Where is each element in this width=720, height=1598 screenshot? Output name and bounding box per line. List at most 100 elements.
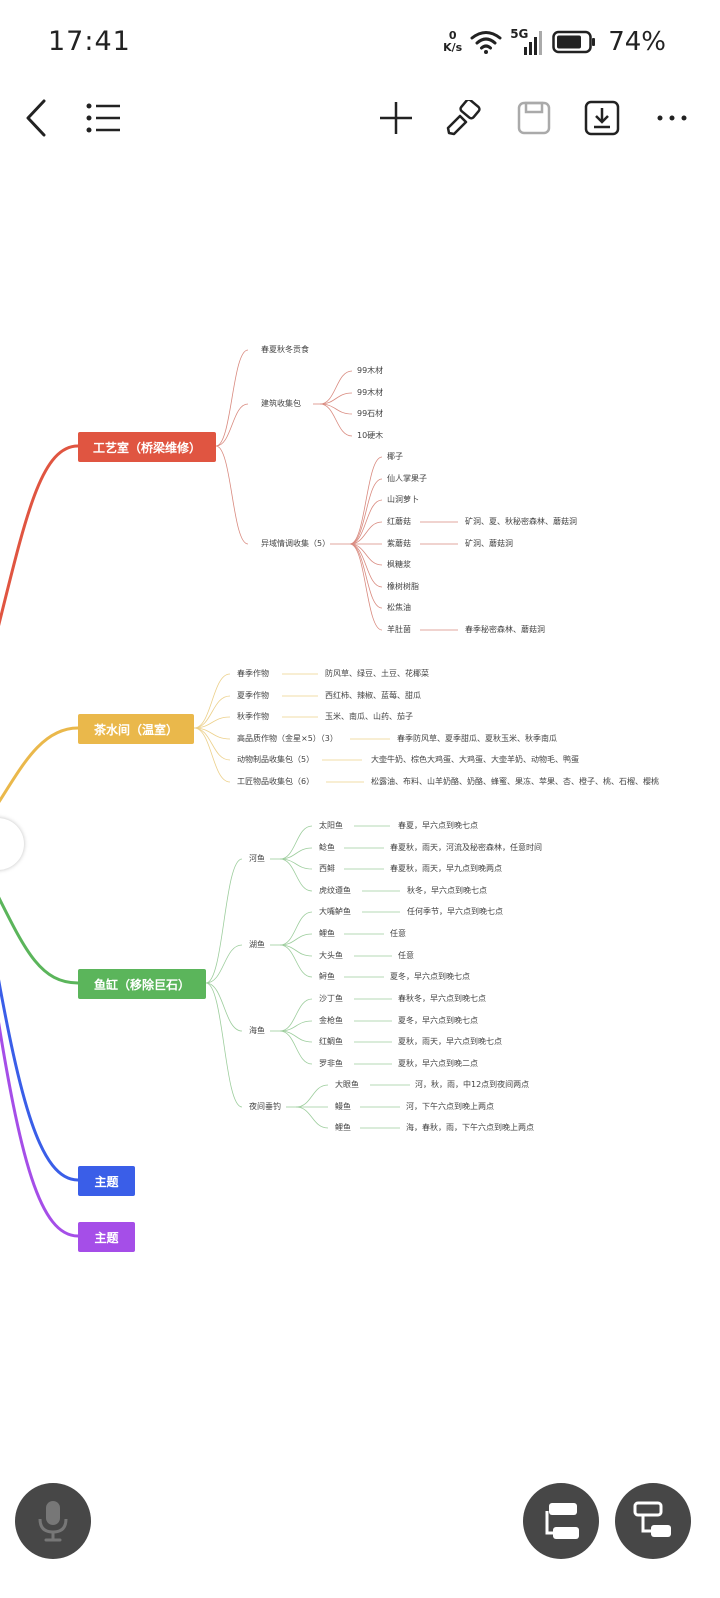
subtopic[interactable]: 红鲷鱼	[319, 1037, 343, 1046]
subtopic[interactable]: 橡树树脂	[387, 582, 419, 591]
save-button[interactable]	[510, 88, 558, 148]
subtopic[interactable]: 海鱼	[249, 1026, 265, 1035]
subtopic-detail[interactable]: 河，秋，雨，中12点到夜间两点	[415, 1080, 530, 1089]
subtopic[interactable]: 椰子	[387, 452, 403, 461]
subtopic[interactable]: 动物制品收集包（5）	[237, 755, 315, 764]
add-topic-button[interactable]	[372, 88, 420, 148]
subtopic-detail[interactable]: 西红柿、辣椒、蓝莓、甜瓜	[325, 691, 421, 700]
topic-teahouse[interactable]: 茶水间（温室）	[78, 714, 194, 744]
subtopic[interactable]: 大嘴鲈鱼	[319, 907, 351, 916]
network-speed-unit: K/s	[443, 41, 463, 54]
status-bar: 17:41 0 K/s 5G 74%	[0, 0, 720, 86]
subtopic-detail[interactable]: 海，春秋，雨，下午六点到晚上两点	[406, 1123, 534, 1132]
subtopic-detail[interactable]: 任何季节，早六点到晚七点	[407, 907, 503, 916]
more-button[interactable]	[648, 88, 696, 148]
add-icon	[380, 102, 412, 134]
subtopic-detail[interactable]: 春季秘密森林、蘑菇洞	[465, 625, 545, 634]
subtopic[interactable]: 鲤鱼	[319, 929, 335, 938]
download-icon	[584, 100, 620, 136]
subtopic[interactable]: 西鲱	[319, 864, 335, 873]
subtopic[interactable]: 工匠物品收集包（6）	[237, 777, 315, 786]
subtopic-detail[interactable]: 春夏，早六点到晚七点	[398, 821, 478, 830]
subtopic-detail[interactable]: 夏秋，雨天，早六点到晚七点	[398, 1037, 502, 1046]
layout-button[interactable]	[523, 1483, 599, 1559]
subtopic-detail[interactable]: 大壶牛奶、棕色大鸡蛋、大鸡蛋、大壶羊奶、动物毛、鸭蛋	[371, 755, 579, 764]
mindmap-connectors	[0, 349, 458, 1238]
branch-aquarium	[0, 896, 79, 985]
subtopic[interactable]: 太阳鱼	[319, 821, 343, 830]
workshop-connectors	[215, 349, 458, 631]
subtopic[interactable]: 鲶鱼	[319, 843, 335, 852]
subtopic[interactable]: 红蘑菇	[387, 517, 411, 526]
voice-input-button[interactable]	[15, 1483, 91, 1559]
layout-icon	[545, 1503, 579, 1539]
subtopic-detail[interactable]: 春秋冬，早六点到晚七点	[398, 994, 486, 1003]
subtopic-detail[interactable]: 任意	[390, 929, 406, 938]
status-icons: 0 K/s 5G 74%	[443, 24, 666, 60]
subtopic[interactable]: 鲤鱼	[335, 1123, 351, 1132]
subtopic[interactable]: 异域情调收集（5）	[261, 539, 331, 548]
add-subtopic-button[interactable]	[615, 1483, 691, 1559]
battery-percent: 74%	[608, 27, 666, 57]
back-icon	[26, 99, 46, 137]
cellular-signal: 5G	[510, 27, 544, 57]
aquarium-connectors	[205, 825, 410, 1129]
subtopic[interactable]: 枫糖浆	[387, 560, 411, 569]
subtopic-detail[interactable]: 玉米、南瓜、山药、茄子	[325, 712, 413, 721]
subtopic-detail[interactable]: 夏冬，早六点到晚七点	[390, 972, 470, 981]
subtopic-detail[interactable]: 河，下午六点到晚上两点	[406, 1102, 494, 1111]
subtopic[interactable]: 羊肚菌	[387, 625, 411, 634]
subtopic[interactable]: 沙丁鱼	[319, 994, 343, 1003]
subtopic[interactable]: 湖鱼	[249, 940, 265, 949]
subtopic-detail[interactable]: 夏秋，早六点到晚二点	[398, 1059, 478, 1068]
save-icon	[517, 101, 551, 135]
subtopic[interactable]: 金枪鱼	[319, 1016, 343, 1025]
outline-list-icon	[86, 103, 120, 133]
subtopic[interactable]: 建筑收集包	[261, 399, 301, 408]
subtopic[interactable]: 山洞萝卜	[387, 495, 419, 504]
outline-button[interactable]	[80, 88, 128, 148]
subtopic[interactable]: 秋季作物	[237, 712, 269, 721]
subtopic-detail[interactable]: 矿洞、夏、秋秘密森林、蘑菇洞	[465, 517, 577, 526]
branch-teahouse	[0, 726, 79, 804]
subtopic-detail[interactable]: 春季防风草、夏季甜瓜、夏秋玉米、秋季南瓜	[397, 734, 557, 743]
subtopic[interactable]: 99木材	[357, 366, 384, 375]
subtopic[interactable]: 10硬木	[357, 431, 384, 440]
format-brush-icon	[446, 100, 481, 136]
format-button[interactable]	[440, 88, 488, 148]
subtopic[interactable]: 罗非鱼	[319, 1059, 343, 1068]
network-speed-value: 0	[448, 29, 457, 42]
subtopic[interactable]: 99木材	[357, 388, 384, 397]
subtopic[interactable]: 仙人掌果子	[387, 474, 427, 483]
subtopic[interactable]: 松焦油	[387, 603, 411, 612]
subtopic[interactable]: 紫蘑菇	[387, 539, 411, 548]
subtopic[interactable]: 夏季作物	[237, 691, 269, 700]
subtopic[interactable]: 河鱼	[249, 854, 265, 863]
mindmap-canvas[interactable]: 工艺室（桥梁维修） 茶水间（温室） 鱼缸（移除巨石） 主题 主题 春夏秋冬贡食 …	[0, 300, 720, 1300]
subtopic[interactable]: 99石材	[357, 409, 384, 418]
topic-aquarium[interactable]: 鱼缸（移除巨石）	[78, 969, 206, 999]
subtopic-detail[interactable]: 春夏秋，雨天，河流及秘密森林，任意时间	[390, 843, 542, 852]
export-button[interactable]	[578, 88, 626, 148]
subtopic-detail[interactable]: 松露油、布料、山羊奶酪、奶酪、蜂蜜、果冻、苹果、杏、橙子、桃、石榴、樱桃	[371, 777, 659, 786]
signal-icon	[524, 31, 543, 55]
subtopic[interactable]: 大眼鱼	[335, 1080, 359, 1089]
subtopic-detail[interactable]: 防风草、绿豆、土豆、花椰菜	[325, 669, 429, 678]
subtopic[interactable]: 大头鱼	[319, 951, 343, 960]
subtopic[interactable]: 春夏秋冬贡食	[261, 345, 309, 354]
subtopic[interactable]: 虎纹遵鱼	[319, 886, 351, 895]
subtopic[interactable]: 春季作物	[237, 669, 269, 678]
subtopic[interactable]: 鳗鱼	[335, 1102, 351, 1111]
topic-4[interactable]: 主题	[78, 1166, 135, 1196]
subtopic-detail[interactable]: 秋冬，早六点到晚七点	[407, 886, 487, 895]
subtopic-detail[interactable]: 矿洞、蘑菇洞	[465, 539, 513, 548]
subtopic[interactable]: 鲟鱼	[319, 972, 335, 981]
subtopic-detail[interactable]: 春夏秋，雨天，早九点到晚两点	[390, 864, 502, 873]
back-button[interactable]	[12, 88, 60, 148]
subtopic-detail[interactable]: 夏冬，早六点到晚七点	[398, 1016, 478, 1025]
subtopic-detail[interactable]: 任意	[398, 951, 414, 960]
subtopic[interactable]: 高品质作物（金星×5）（3）	[237, 734, 338, 743]
subtopic[interactable]: 夜间垂钓	[249, 1102, 281, 1111]
topic-workshop[interactable]: 工艺室（桥梁维修）	[78, 432, 216, 462]
topic-5[interactable]: 主题	[78, 1222, 135, 1252]
